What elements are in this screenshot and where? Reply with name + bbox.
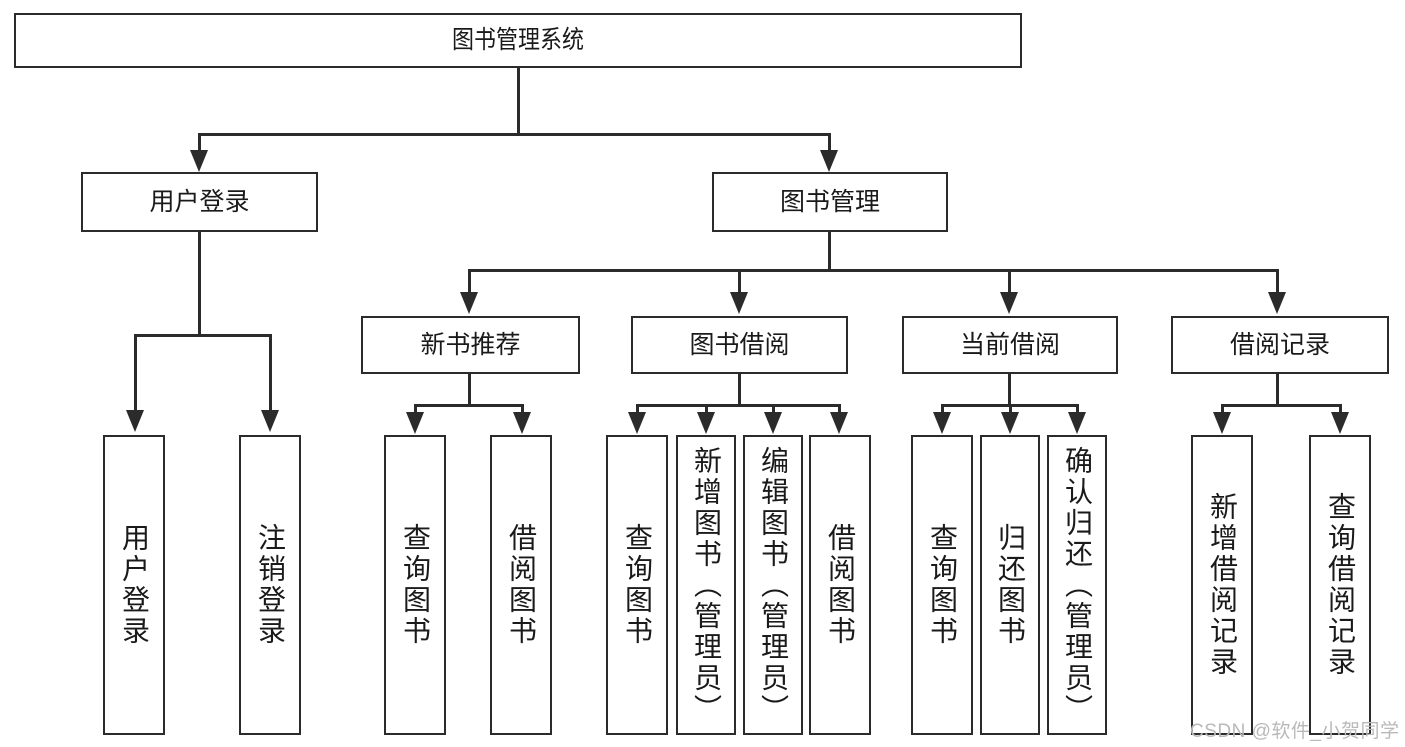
connector-drop-borrow-record: [1276, 269, 1279, 294]
node-book-management[interactable]: 图书管理: [712, 172, 948, 232]
leaf-new-book-borrow[interactable]: 借阅图书: [490, 435, 552, 735]
connector-drop-new-book: [468, 269, 471, 294]
node-borrow-record[interactable]: 借阅记录: [1171, 316, 1389, 374]
node-book-borrow[interactable]: 图书借阅: [631, 316, 848, 374]
leaf-borrow-edit-book[interactable]: 编辑图书（管理员）: [743, 435, 803, 735]
arrowhead-book-borrow: [730, 292, 748, 314]
node-label: 图书借阅: [689, 330, 790, 359]
arrowhead-bb-add: [697, 412, 715, 434]
arrowhead-br-query: [1331, 412, 1349, 434]
leaf-user-login[interactable]: 用户登录: [103, 435, 165, 735]
arrowhead-leaf-user-login: [126, 410, 144, 432]
leaf-current-confirm-return[interactable]: 确认归还（管理员）: [1047, 435, 1107, 735]
node-label: 用户登录: [119, 523, 150, 647]
connector-current-borrow-stem: [1008, 374, 1011, 407]
node-user-login[interactable]: 用户登录: [81, 172, 318, 232]
connector-user-login-bus: [134, 334, 270, 337]
arrowhead-cb-return: [1001, 412, 1019, 434]
node-label: 新增借阅记录: [1207, 492, 1238, 678]
node-label: 借阅记录: [1229, 330, 1330, 359]
arrowhead-bb-borrow: [830, 412, 848, 434]
connector-drop-nb-borrow: [521, 404, 524, 415]
connector-drop-book-borrow: [738, 269, 741, 294]
arrowhead-borrow-record: [1268, 292, 1286, 314]
node-new-book-recommend[interactable]: 新书推荐: [361, 316, 580, 374]
connector-drop-bb-edit: [772, 404, 775, 415]
connector-drop-leaf-logout: [269, 334, 272, 412]
connector-book-borrow-stem: [738, 374, 741, 407]
arrowhead-nb-borrow: [513, 412, 531, 434]
arrowhead-br-add: [1213, 412, 1231, 434]
arrowhead-cb-query: [933, 412, 951, 434]
arrowhead-current-borrow: [1000, 292, 1018, 314]
leaf-borrow-query-book[interactable]: 查询图书: [606, 435, 668, 735]
arrowhead-cb-confirm: [1068, 412, 1086, 434]
node-label: 借阅图书: [825, 523, 856, 647]
connector-book-borrow-bus: [636, 404, 840, 407]
connector-book-management-stem: [828, 232, 831, 272]
connector-level3-bus: [468, 269, 1279, 272]
node-current-borrow[interactable]: 当前借阅: [902, 316, 1118, 374]
leaf-logout[interactable]: 注销登录: [239, 435, 301, 735]
connector-borrow-record-stem: [1276, 374, 1279, 407]
connector-level2-bus: [198, 133, 830, 136]
node-label: 当前借阅: [959, 330, 1060, 359]
node-label: 图书管理系统: [451, 26, 584, 55]
connector-drop-bb-add: [705, 404, 708, 415]
arrowhead-leaf-logout: [261, 410, 279, 432]
csdn-watermark: CSDN @软件_小贺同学: [1190, 721, 1400, 742]
arrowhead-bb-query: [628, 412, 646, 434]
leaf-record-add[interactable]: 新增借阅记录: [1191, 435, 1253, 735]
leaf-new-book-query[interactable]: 查询图书: [384, 435, 446, 735]
node-label: 图书管理: [779, 187, 880, 216]
node-label: 注销登录: [255, 523, 286, 647]
node-label: 查询借阅记录: [1325, 492, 1356, 678]
connector-drop-user-login: [198, 133, 201, 152]
connector-drop-bb-borrow: [838, 404, 841, 415]
node-label: 新增图书（管理员）: [691, 445, 722, 725]
leaf-current-query-book[interactable]: 查询图书: [911, 435, 973, 735]
connector-root-stem: [517, 68, 520, 135]
node-label: 确认归还（管理员）: [1062, 445, 1093, 725]
connector-new-book-stem: [468, 374, 471, 407]
connector-drop-br-add: [1221, 404, 1224, 415]
arrowhead-new-book: [460, 292, 478, 314]
node-label: 查询图书: [927, 523, 958, 647]
connector-drop-cb-query: [941, 404, 944, 415]
node-label: 查询图书: [400, 523, 431, 647]
connector-drop-br-query: [1339, 404, 1342, 415]
arrowhead-nb-query: [406, 412, 424, 434]
connector-drop-book-management: [828, 133, 831, 152]
node-label: 编辑图书（管理员）: [758, 445, 789, 725]
node-label: 用户登录: [149, 187, 250, 216]
connector-drop-current-borrow: [1008, 269, 1011, 294]
node-book-management-system[interactable]: 图书管理系统: [14, 13, 1022, 68]
leaf-borrow-borrow-book[interactable]: 借阅图书: [809, 435, 871, 735]
connector-drop-leaf-user-login: [134, 334, 137, 412]
node-label: 查询图书: [622, 523, 653, 647]
connector-drop-cb-confirm: [1076, 404, 1079, 415]
connector-drop-nb-query: [414, 404, 417, 415]
connector-borrow-record-bus: [1221, 404, 1342, 407]
leaf-current-return-book[interactable]: 归还图书: [980, 435, 1040, 735]
connector-new-book-bus: [414, 404, 524, 407]
leaf-borrow-add-book[interactable]: 新增图书（管理员）: [676, 435, 736, 735]
node-label: 借阅图书: [506, 523, 537, 647]
connector-user-login-stem: [198, 232, 201, 337]
connector-drop-bb-query: [636, 404, 639, 415]
node-label: 新书推荐: [420, 330, 521, 359]
connector-drop-cb-return: [1009, 404, 1012, 415]
arrowhead-book-management: [820, 150, 838, 172]
node-label: 归还图书: [995, 523, 1026, 647]
arrowhead-user-login: [190, 150, 208, 172]
leaf-record-query[interactable]: 查询借阅记录: [1309, 435, 1371, 735]
arrowhead-bb-edit: [764, 412, 782, 434]
